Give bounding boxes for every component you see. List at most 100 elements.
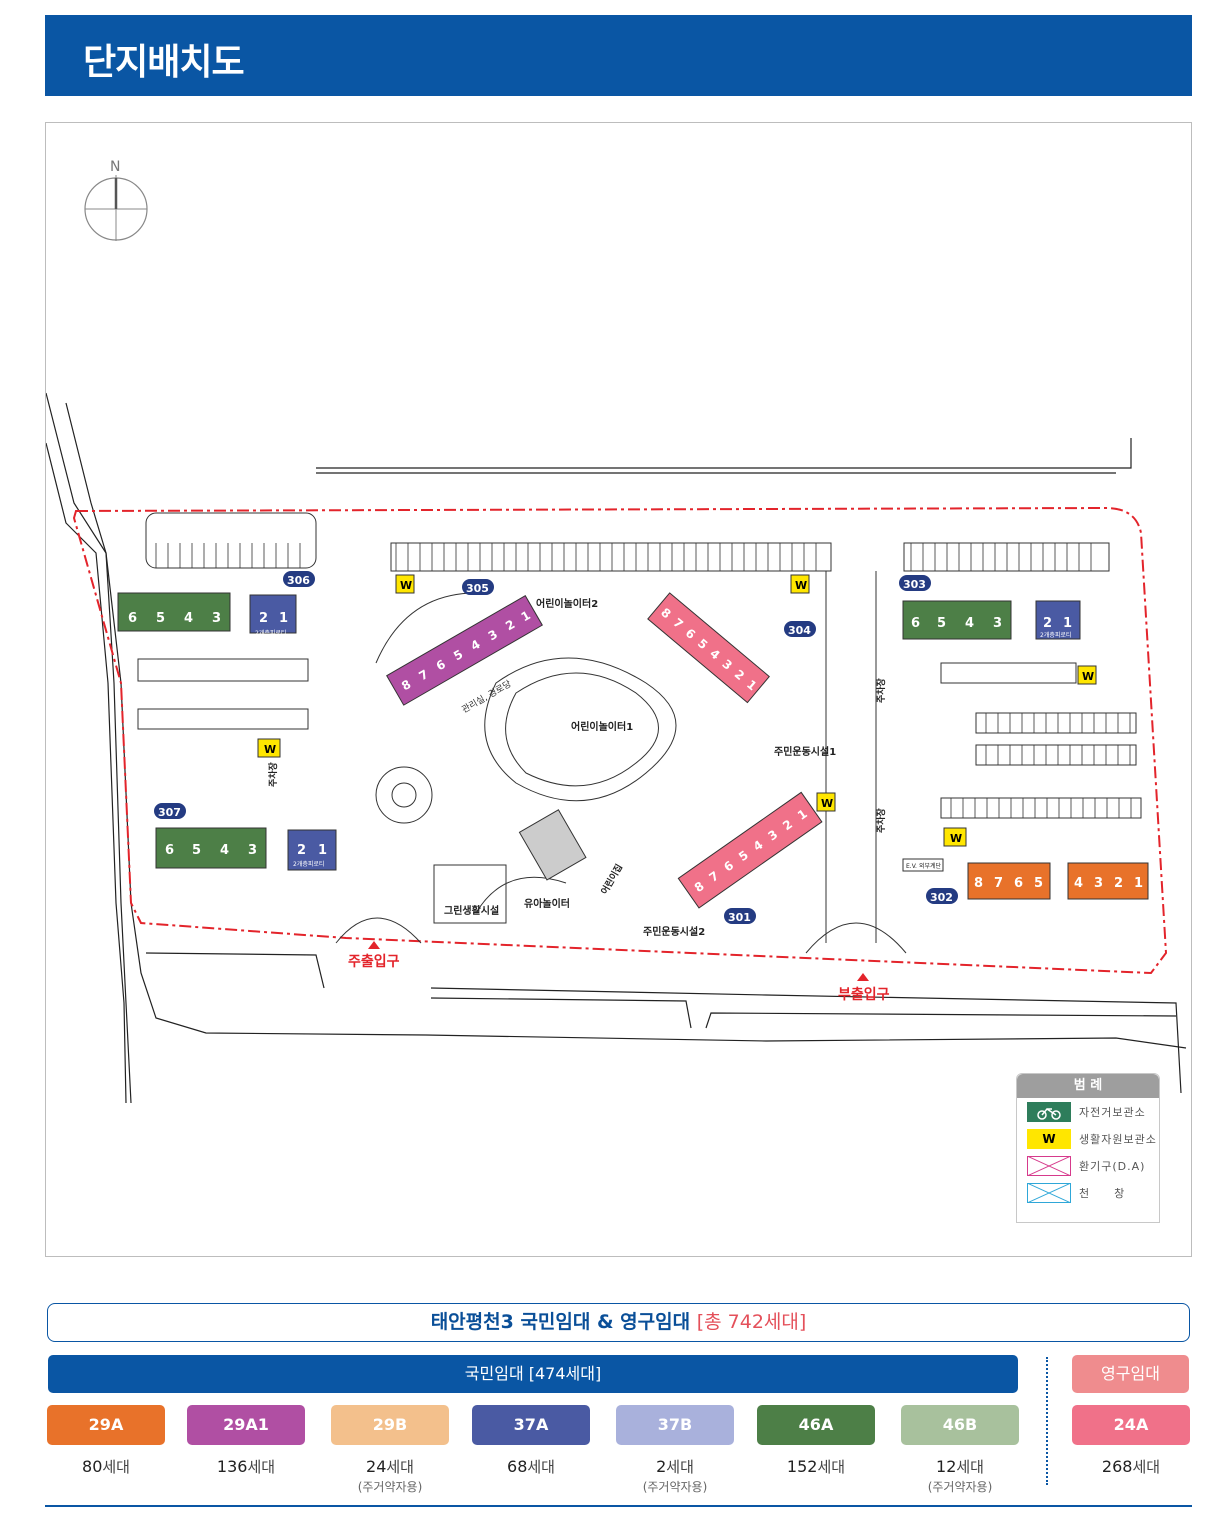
title-bar: 단지배치도 bbox=[45, 15, 1192, 96]
building-304: 8 7 6 5 4 3 2 1 bbox=[647, 592, 770, 704]
site-boundary bbox=[72, 506, 1168, 975]
svg-text:6: 6 bbox=[128, 611, 137, 626]
svg-text:1: 1 bbox=[318, 843, 327, 858]
site-map-svg: N bbox=[46, 159, 1187, 1104]
playground1-label: 어린이놀이터1 bbox=[571, 720, 633, 733]
skylight-icon bbox=[1027, 1183, 1071, 1203]
svg-text:2: 2 bbox=[297, 843, 306, 858]
building-301-label: 301 bbox=[728, 911, 751, 924]
compass: N bbox=[84, 159, 148, 241]
unit-count-unit: 세대 bbox=[102, 1458, 130, 1476]
svg-text:3: 3 bbox=[248, 843, 257, 858]
legend-item-vent: 환기구(D.A) bbox=[1017, 1152, 1159, 1179]
svg-text:4: 4 bbox=[220, 843, 229, 858]
svg-text:5: 5 bbox=[192, 843, 201, 858]
svg-text:6: 6 bbox=[911, 616, 920, 631]
bottom-rule bbox=[45, 1505, 1192, 1507]
svg-text:3: 3 bbox=[212, 611, 221, 626]
unit-count-value: 24 bbox=[366, 1457, 387, 1476]
sports2-label: 주민운동시설2 bbox=[643, 925, 705, 938]
unit-type-24A: 24A bbox=[1072, 1405, 1190, 1445]
building-302-label: 302 bbox=[930, 891, 953, 904]
svg-text:E.V.: E.V. bbox=[906, 863, 917, 870]
unit-count-unit: 세대 bbox=[956, 1458, 984, 1476]
kindergarten-label: 유아놀이터 bbox=[524, 897, 570, 910]
building-306: 6 5 4 3 2 1 2개층피로티 306 bbox=[117, 571, 315, 637]
legend: 범 례 자전거보관소 W 생활자원보관소 환기구(D.A) 천 창 bbox=[1016, 1073, 1160, 1223]
svg-text:2: 2 bbox=[259, 611, 268, 626]
svg-text:4: 4 bbox=[1074, 876, 1083, 891]
unit-count-29B: 24세대 bbox=[331, 1456, 449, 1477]
unit-type-46A: 46A bbox=[757, 1405, 875, 1445]
unit-count-24A: 268세대 bbox=[1072, 1456, 1190, 1477]
unit-count-unit: 세대 bbox=[386, 1458, 414, 1476]
unit-count-unit: 세대 bbox=[817, 1458, 846, 1476]
svg-text:3: 3 bbox=[1094, 876, 1103, 891]
unit-count-unit: 세대 bbox=[527, 1458, 555, 1476]
building-306-label: 306 bbox=[287, 574, 310, 587]
building-304-badge bbox=[784, 621, 816, 637]
building-305: 8 7 6 5 4 3 2 1 bbox=[386, 594, 543, 706]
svg-text:6: 6 bbox=[1014, 876, 1023, 891]
category-divider bbox=[1046, 1357, 1048, 1485]
svg-text:2개층피로티: 2개층피로티 bbox=[1040, 631, 1071, 639]
svg-text:주차장: 주차장 bbox=[267, 761, 279, 787]
svg-text:외부계단: 외부계단 bbox=[919, 862, 942, 870]
unit-note-29B: (주거약자용) bbox=[357, 1480, 423, 1494]
unit-count-46B: 12세대 bbox=[901, 1456, 1019, 1477]
unit-type-37A: 37A bbox=[472, 1405, 590, 1445]
building-305-label: 305 bbox=[466, 582, 489, 595]
unit-count-value: 152 bbox=[786, 1457, 818, 1476]
svg-text:7: 7 bbox=[994, 876, 1003, 891]
unit-type-29B: 29B bbox=[331, 1405, 449, 1445]
daycare-label: 어린이집 bbox=[598, 862, 625, 897]
internal-roads bbox=[137, 512, 1142, 954]
unit-count-value: 268 bbox=[1101, 1457, 1133, 1476]
green-living-building bbox=[433, 809, 587, 924]
svg-text:W: W bbox=[1082, 670, 1094, 683]
unit-count-37A: 68세대 bbox=[472, 1456, 590, 1477]
svg-text:1: 1 bbox=[279, 611, 288, 626]
unit-count-37B: 2세대 bbox=[616, 1456, 734, 1477]
svg-text:5: 5 bbox=[156, 611, 165, 626]
building-307-label: 307 bbox=[158, 806, 181, 819]
green-living-label: 그린생활시설 bbox=[444, 904, 499, 917]
unit-count-value: 80 bbox=[82, 1457, 103, 1476]
page-title: 단지배치도 bbox=[83, 42, 245, 83]
compass-n-label: N bbox=[110, 159, 120, 175]
sub-entrance-label: 부출입구 bbox=[838, 986, 890, 1003]
unit-count-value: 2 bbox=[656, 1457, 667, 1476]
unit-count-value: 12 bbox=[936, 1457, 957, 1476]
building-303: 6 5 4 3 2 1 2개층피로티 303 bbox=[899, 575, 1081, 640]
unit-count-46A: 152세대 bbox=[757, 1456, 875, 1477]
unit-count-unit: 세대 bbox=[1132, 1458, 1161, 1476]
unit-type-37B: 37B bbox=[616, 1405, 734, 1445]
building-303-label: 303 bbox=[903, 578, 926, 591]
legend-title: 범 례 bbox=[1017, 1074, 1159, 1098]
unit-type-46B: 46B bbox=[901, 1405, 1019, 1445]
vent-icon bbox=[1027, 1156, 1071, 1176]
summary-name: 태안평천3 국민임대 & 영구임대 bbox=[430, 1311, 691, 1333]
legend-item-w: W 생활자원보관소 bbox=[1017, 1125, 1159, 1152]
svg-text:W: W bbox=[821, 797, 833, 810]
svg-text:3: 3 bbox=[993, 616, 1002, 631]
unit-count-value: 68 bbox=[507, 1457, 528, 1476]
site-map: N bbox=[45, 122, 1192, 1257]
building-301: 8 7 6 5 4 3 2 1 bbox=[677, 791, 823, 909]
unit-count-29A: 80세대 bbox=[47, 1456, 165, 1477]
svg-text:1: 1 bbox=[1134, 876, 1143, 891]
svg-text:6: 6 bbox=[165, 843, 174, 858]
svg-text:W: W bbox=[264, 743, 276, 756]
svg-text:1: 1 bbox=[1063, 616, 1072, 631]
permanent-rental-bar: 영구임대 bbox=[1072, 1355, 1189, 1393]
svg-text:5: 5 bbox=[1034, 876, 1043, 891]
svg-text:2개층피로티: 2개층피로티 bbox=[293, 860, 324, 868]
sports1-label: 주민운동시설1 bbox=[774, 745, 836, 758]
svg-text:2개층피로티: 2개층피로티 bbox=[255, 629, 286, 637]
svg-text:W: W bbox=[400, 579, 412, 592]
central-park bbox=[375, 592, 677, 914]
summary-total: [총 742세대] bbox=[696, 1311, 807, 1333]
roads bbox=[46, 392, 1187, 1104]
building-305-badge bbox=[462, 579, 494, 595]
summary-title: 태안평천3 국민임대 & 영구임대 [총 742세대] bbox=[47, 1303, 1190, 1342]
